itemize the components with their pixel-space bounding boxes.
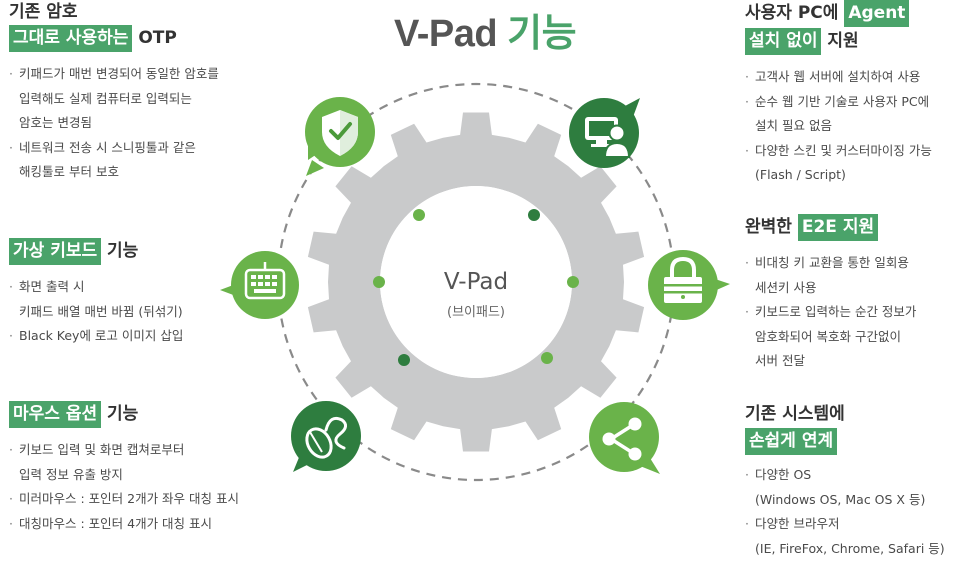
heading-highlight: E2E 지원 [797,214,879,241]
gear-dot [528,209,540,221]
feature-e2e: 완벽한 E2E 지원 ·비대칭 키 교환을 통한 일회용 세션키 사용 ·키보드… [745,214,916,374]
shield-icon [322,110,358,156]
keyboard-icon [244,262,286,300]
bullet-item: ·순수 웹 기반 기술로 사용자 PC에 설치 필요 없음 [745,93,930,134]
bullet-item: ·키보드로 입력하는 순간 정보가 암호화되어 복호화 구간없이 서버 전달 [745,304,917,368]
heading-text: 사용자 PC에 [745,3,839,23]
feature-integration: 기존 시스템에 손쉽게 연계 ·다양한 OS (Windows OS, Mac … [745,402,945,561]
heading-highlight: 설치 없이 [745,28,822,55]
gear [307,112,645,452]
heading-text: 기존 시스템에 [745,404,845,424]
bullet-item: ·미러마우스 : 포인터 2개가 좌우 대칭 표시 [9,491,240,506]
heading-highlight: 가상 키보드 [9,238,102,265]
feature-heading: 마우스 옵션 기능 [9,401,239,428]
heading-text: OTP [138,28,177,48]
heading-highlight: Agent [844,0,910,27]
gear-dot [373,276,385,288]
gear-dot [541,352,553,364]
feature-no-agent: 사용자 PC에 Agent 설치 없이 지원 ·고객사 웹 서버에 설치하여 사… [745,0,932,188]
feature-virtual-keyboard: 가상 키보드 기능 ·화면 출력 시 키패드 배열 매번 바뀜 (뒤섞기) ·B… [9,238,183,349]
bullet-item: ·고객사 웹 서버에 설치하여 사용 [745,69,921,84]
feature-heading: 기존 시스템에 [745,402,945,426]
computer-user-bubble [569,98,640,168]
mouse-icon [305,416,347,459]
page-title: V-Pad 기능 [300,2,670,57]
bullet-item: ·키패드가 매번 변경되어 동일한 암호를 입력해도 실제 컴퓨터로 입력되는 … [9,66,219,130]
title-feature: 기능 [507,13,577,55]
bullet-item: ·비대칭 키 교환을 통한 일회용 세션키 사용 [745,255,909,295]
heading-text: 기능 [107,404,139,424]
lock-icon [664,256,702,303]
bullet-item: ·키보드 입력 및 화면 캡쳐로부터 입력 정보 유출 방지 [9,442,185,482]
heading-highlight: 그대로 사용하는 [9,25,133,52]
feature-otp: 기존 암호 그대로 사용하는 OTP ·키패드가 매번 변경되어 동일한 암호를… [9,0,219,185]
feature-heading: 사용자 PC에 Agent [745,0,932,27]
feature-heading: 설치 없이 지원 [745,28,932,55]
feature-heading: 완벽한 E2E 지원 [745,214,916,241]
shield-bubble [305,97,375,176]
feature-bullets: ·고객사 웹 서버에 설치하여 사용 ·순수 웹 기반 기술로 사용자 PC에 … [745,65,932,188]
gear-dot [413,209,425,221]
title-vpad: V-Pad [393,13,498,55]
heading-highlight: 마우스 옵션 [9,401,102,428]
keyboard-bubble [220,251,299,319]
gear-dot [398,354,410,366]
bullet-item: ·다양한 스킨 및 커스터마이징 가능 (Flash / Script) [745,142,932,183]
bullet-item: ·대칭마우스 : 포인터 4개가 대칭 표시 [9,515,213,531]
center-subtitle: (브이패드) [447,305,505,320]
computer-user-icon [585,117,631,158]
mouse-bubble [291,401,361,472]
feature-bullets: ·비대칭 키 교환을 통한 일회용 세션키 사용 ·키보드로 입력하는 순간 정… [745,251,916,374]
bullet-item: ·Black Key에 로고 이미지 삽입 [9,328,184,343]
feature-bullets: ·키패드가 매번 변경되어 동일한 암호를 입력해도 실제 컴퓨터로 입력되는 … [9,62,219,185]
feature-bullets: ·다양한 OS (Windows OS, Mac OS X 등) ·다양한 브라… [745,463,945,561]
share-bubble [589,402,660,474]
center-title: V-Pad [444,269,508,295]
gear-dot [567,276,579,288]
feature-heading: 기존 암호 [9,0,219,24]
feature-heading: 그대로 사용하는 OTP [9,25,219,52]
feature-bullets: ·키보드 입력 및 화면 캡쳐로부터 입력 정보 유출 방지 ·미러마우스 : … [9,438,239,536]
heading-text: 완벽한 [745,217,792,237]
lock-bubble [648,250,730,320]
feature-heading: 손쉽게 연계 [745,428,945,455]
feature-heading: 가상 키보드 기능 [9,238,183,265]
heading-text: 지원 [827,31,859,51]
share-icon [602,417,642,461]
bullet-item: ·화면 출력 시 키패드 배열 매번 바뀜 (뒤섞기) [9,279,183,319]
gear-center [380,186,572,378]
bullet-item: ·네트워크 전송 시 스니핑툴과 같은 해킹툴로 부터 보호 [9,139,196,180]
heading-text: 기능 [107,241,139,261]
heading-highlight: 손쉽게 연계 [745,428,838,455]
heading-text: 기존 암호 [9,2,78,22]
bullet-item: ·다양한 OS (Windows OS, Mac OS X 등) [745,467,926,507]
feature-bullets: ·화면 출력 시 키패드 배열 매번 바뀜 (뒤섞기) ·Black Key에 … [9,275,183,349]
feature-mouse-option: 마우스 옵션 기능 ·키보드 입력 및 화면 캡쳐로부터 입력 정보 유출 방지… [9,401,239,536]
bullet-item: ·다양한 브라우저 (IE, FireFox, Chrome, Safari 등… [745,516,945,556]
